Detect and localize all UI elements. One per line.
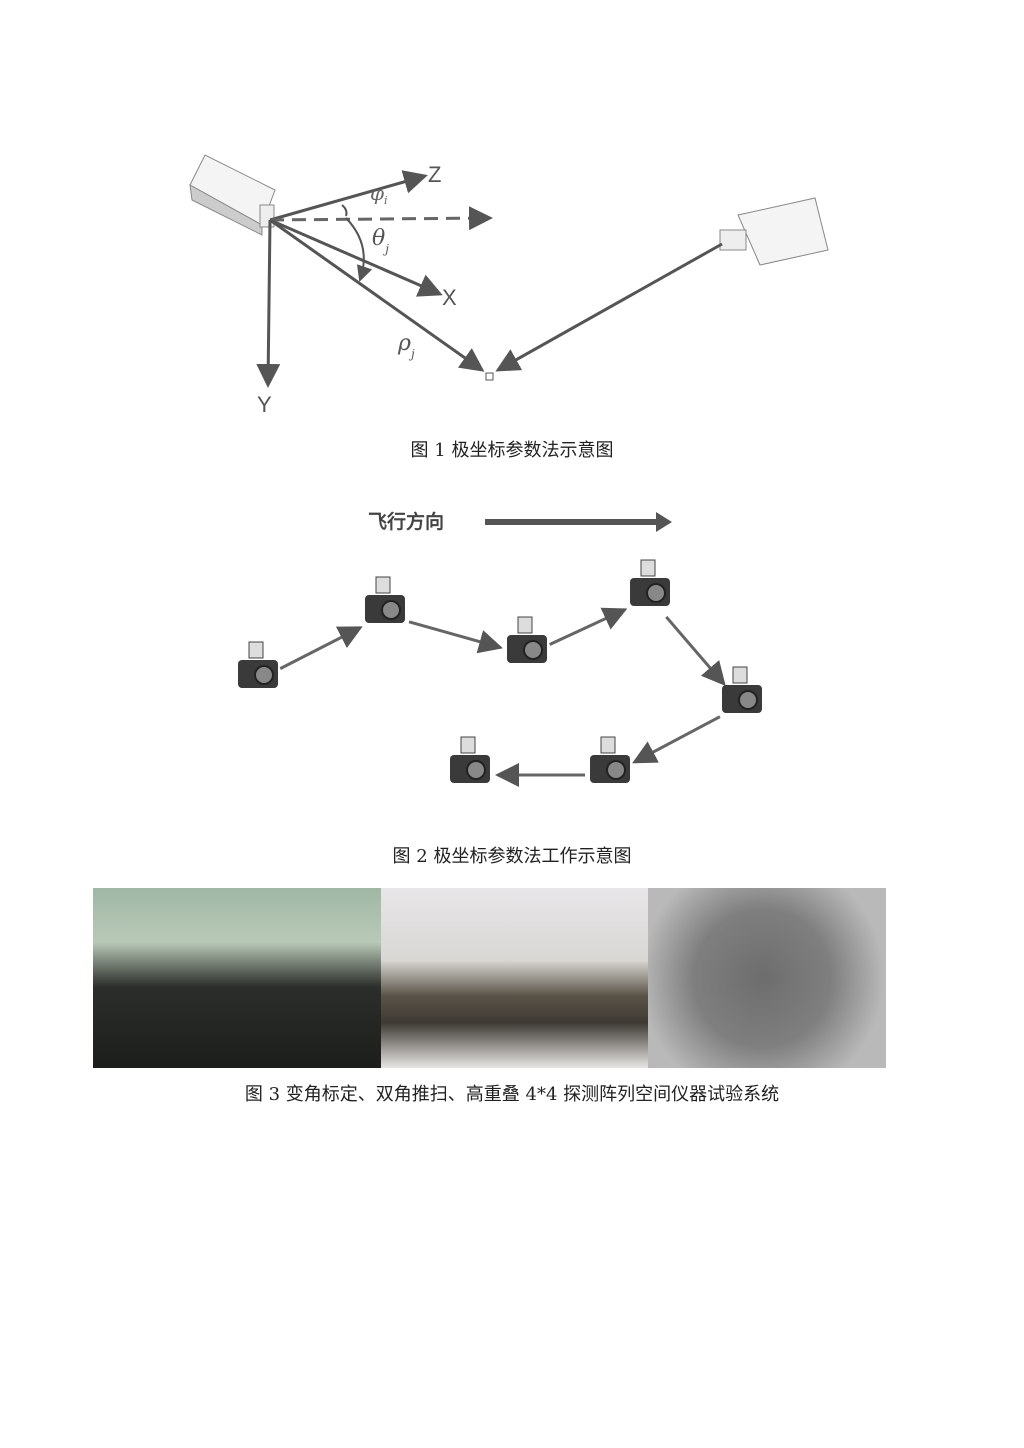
phi-label: φi [370,181,388,207]
camera-lens [646,583,666,603]
flash-icon [375,576,391,594]
y-axis-arrow [256,219,281,388]
flash-icon [517,616,533,634]
flash-icon [600,736,616,754]
phi-angle-arc [341,204,348,217]
path-arrow [665,615,726,687]
theta-angle-arc [345,217,373,282]
camera-lens [523,640,543,660]
figure-1-caption: 图 1 极坐标参数法示意图 [410,440,614,461]
figure-2-caption: 图 2 极坐标参数法工作示意图 [392,846,632,867]
camera-lens [606,760,626,780]
flash-icon [640,559,656,577]
theta-label: θj [372,226,389,256]
flash-icon [460,736,476,754]
camera-lens [738,690,758,710]
path-arrow [408,620,503,654]
camera-lens [254,665,274,685]
path-arrow [549,607,628,646]
dashed-reference-arrow [269,206,493,231]
target-point [485,372,494,381]
flight-direction-label: 飞行方向 [368,510,444,533]
rho-label: ρj [397,331,415,361]
right-camera-icon [719,197,829,266]
dual-angle-instrument-photo [381,888,648,1068]
flash-icon [248,641,264,659]
left-camera-icon [189,154,276,236]
x-label: X [442,285,457,310]
figure-3-caption: 图 3 变角标定、双角推扫、高重叠 4*4 探测阵列空间仪器试验系统 [244,1084,780,1105]
z-axis-arrow [269,170,428,222]
rho-arrow [269,218,485,372]
z-label: Z [428,162,441,187]
right-camera-ray [495,242,723,372]
y-label: Y [257,392,272,417]
calibration-lab-photo [93,888,381,1068]
camera-lens [381,600,401,620]
x-axis-arrow [269,218,443,297]
path-arrow [279,626,363,670]
detector-array-photo [648,888,886,1068]
path-arrow [632,715,721,764]
figure-2-diagram [238,559,762,787]
flash-icon [732,666,748,684]
camera-lens [466,760,486,780]
